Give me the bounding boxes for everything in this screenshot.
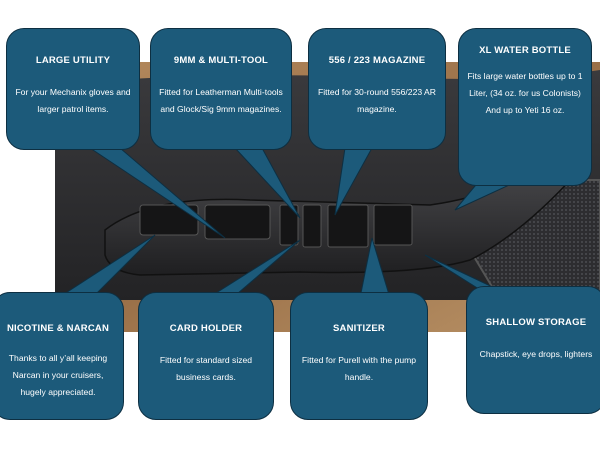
callout-body: Fits large water bottles up to 1 Liter, … <box>467 71 583 115</box>
callout-body: Fitted for Leatherman Multi-tools and Gl… <box>159 87 283 114</box>
callout-body: Fitted for 30-round 556/223 AR magazine. <box>317 87 436 114</box>
callout-card-holder: CARD HOLDER Fitted for standard sized bu… <box>138 292 274 420</box>
callout-title: 556 / 223 MAGAZINE <box>328 55 426 66</box>
callout-9mm-multitool: 9MM & MULTI-TOOL Fitted for Leatherman M… <box>150 28 292 150</box>
callout-title: XL WATER BOTTLE <box>479 45 571 56</box>
callout-title: SANITIZER <box>333 323 385 334</box>
callout-body: Fitted for standard sized business cards… <box>159 355 253 382</box>
callout-body: For your Mechanix gloves and larger patr… <box>15 87 131 114</box>
callout-title: 9MM & MULTI-TOOL <box>173 55 269 66</box>
callout-title: NICOTINE & NARCAN <box>6 323 110 334</box>
callout-large-utility: LARGE UTILITY For your Mechanix gloves a… <box>6 28 140 150</box>
callout-nicotine-narcan: NICOTINE & NARCAN Thanks to all y’all ke… <box>0 292 124 420</box>
callout-body: Fitted for Purell with the pump handle. <box>301 355 417 382</box>
callout-xl-water-bottle: XL WATER BOTTLE Fits large water bottles… <box>458 28 592 186</box>
callout-body: Chapstick, eye drops, lighters <box>479 349 593 359</box>
callout-title: SHALLOW STORAGE <box>485 317 587 328</box>
callout-title: LARGE UTILITY <box>35 55 111 66</box>
callout-556-magazine: 556 / 223 MAGAZINE Fitted for 30-round 5… <box>308 28 446 150</box>
slot-narrow-2 <box>302 204 322 248</box>
callout-title: CARD HOLDER <box>169 323 243 334</box>
slot-multitool <box>204 204 271 240</box>
slot-magazine <box>327 204 369 248</box>
callout-body: Thanks to all y’all keeping Narcan in yo… <box>8 353 108 397</box>
slot-sanitizer <box>373 204 413 246</box>
callout-shallow-storage: SHALLOW STORAGE Chapstick, eye drops, li… <box>466 286 600 414</box>
callout-sanitizer: SANITIZER Fitted for Purell with the pum… <box>290 292 428 420</box>
